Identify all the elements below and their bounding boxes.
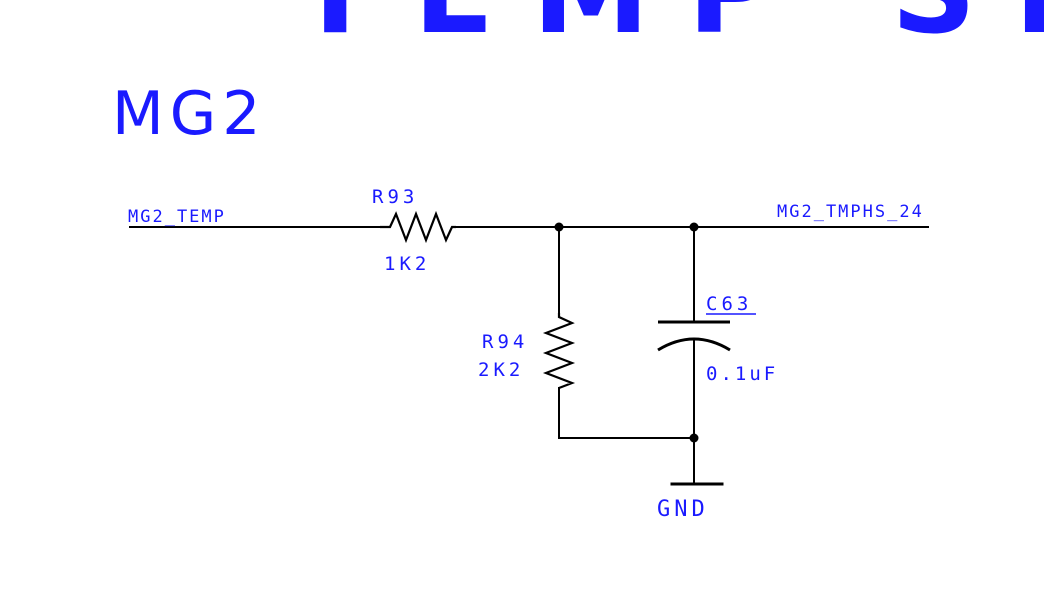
ground-symbol: GND xyxy=(657,482,724,522)
resistor-r94[interactable]: R94 2K2 xyxy=(478,313,576,390)
ground-label: GND xyxy=(657,497,709,522)
net-label-input-text: MG2_TEMP xyxy=(128,207,226,227)
capacitor-c63-value: 0.1uF xyxy=(706,363,778,385)
resistor-r94-ref: R94 xyxy=(482,331,528,353)
net-label-input[interactable]: MG2_TEMP xyxy=(128,207,226,227)
junction-dot-c63 xyxy=(689,222,699,232)
junction-dot-r94 xyxy=(554,222,564,232)
junction-dot-ground xyxy=(689,433,699,443)
wires xyxy=(129,226,929,485)
resistor-r94-value: 2K2 xyxy=(478,359,524,381)
section-label: MG2 xyxy=(112,79,266,149)
resistor-r93-ref: R93 xyxy=(372,186,418,208)
capacitor-c63-plate-curved xyxy=(657,337,731,352)
resistor-r93-value: 1K2 xyxy=(384,253,430,275)
capacitor-c63-ref: C63 xyxy=(706,293,752,315)
page-title-partial: TEMP SEN xyxy=(295,0,1044,60)
resistor-r93[interactable]: R93 1K2 xyxy=(372,186,456,275)
net-label-output-text: MG2_TMPHS_24 xyxy=(777,202,924,222)
resistor-r93-zigzag xyxy=(380,210,456,244)
capacitor-c63[interactable]: C63 0.1uF xyxy=(657,293,778,385)
resistor-r94-zigzag xyxy=(542,313,576,390)
net-label-output[interactable]: MG2_TMPHS_24 xyxy=(777,202,924,222)
